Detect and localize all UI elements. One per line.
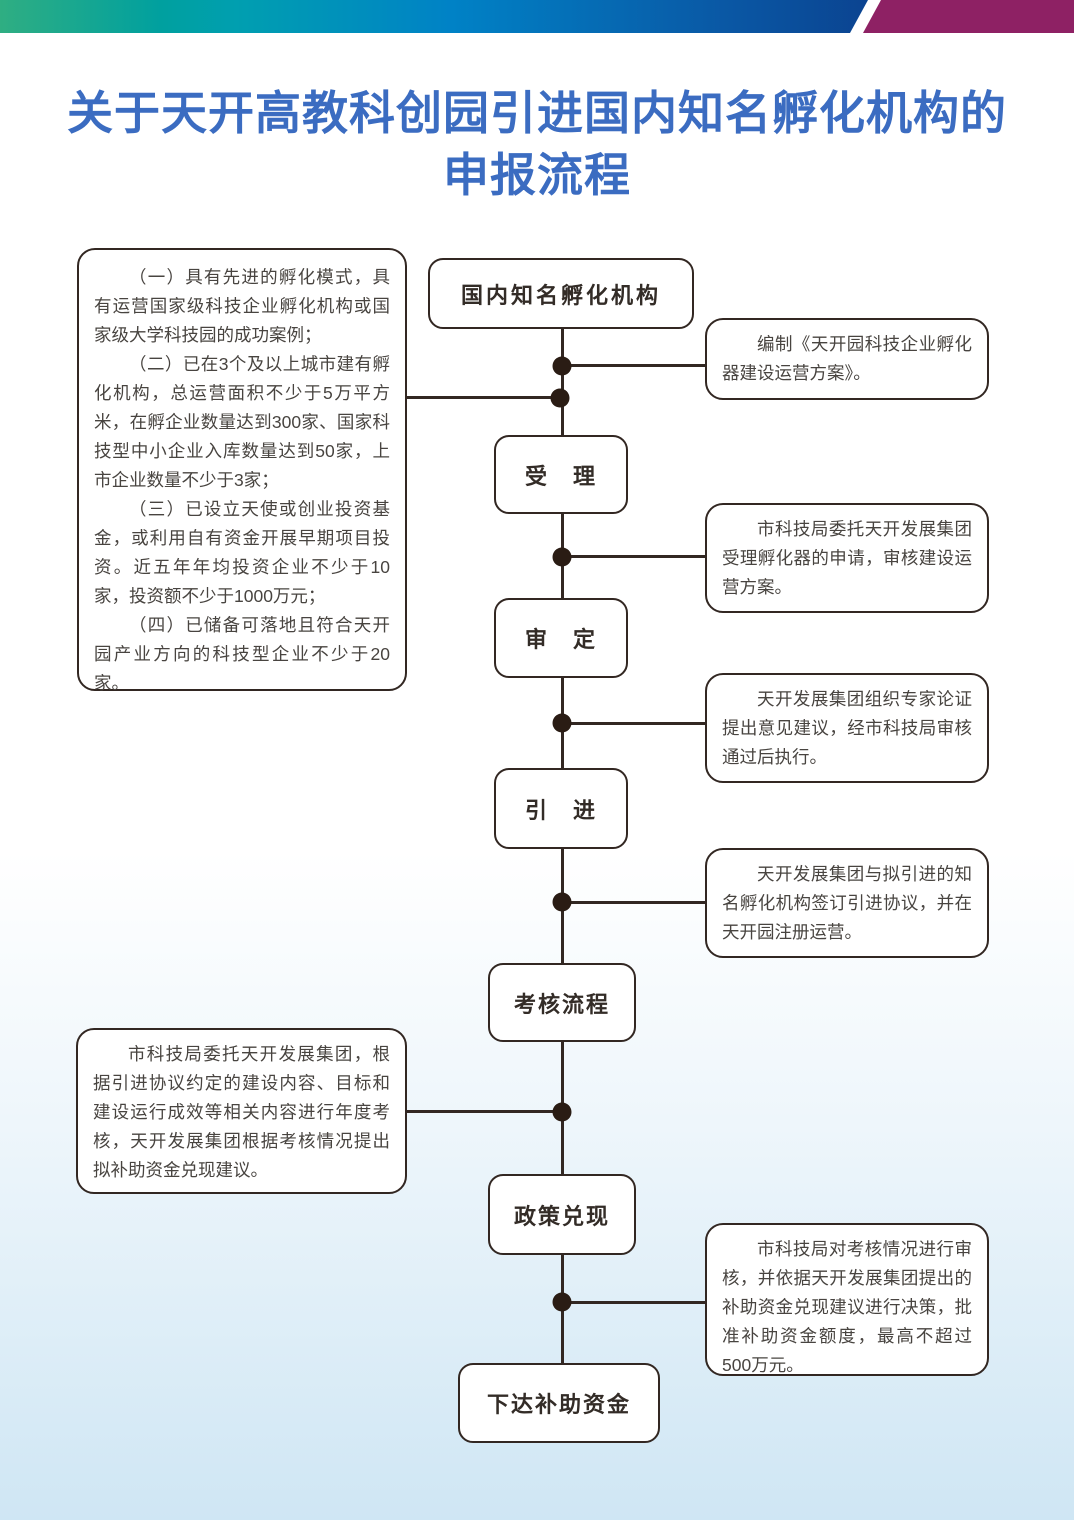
note-introduce-detail: 天开发展集团与拟引进的知名孵化机构签订引进协议，并在天开园注册运营。 bbox=[705, 848, 989, 958]
flow-node-grant: 下达补助资金 bbox=[458, 1363, 660, 1443]
banner-gradient-bar bbox=[0, 0, 868, 33]
flow-node-policy: 政策兑现 bbox=[488, 1174, 636, 1255]
flow-node-review: 审 定 bbox=[494, 598, 628, 678]
note-assessment-detail: 市科技局委托天开发展集团，根据引进协议约定的建设内容、目标和建设运行成效等相关内… bbox=[76, 1028, 407, 1194]
connector-to-review-note bbox=[562, 722, 706, 725]
note-plan: 编制《天开园科技企业孵化器建设运营方案》。 bbox=[705, 318, 989, 400]
junction-dot-introduce bbox=[552, 892, 572, 912]
note-review-detail: 天开发展集团组织专家论证提出意见建议，经市科技局审核通过后执行。 bbox=[705, 673, 989, 783]
junction-dot-plan bbox=[552, 356, 572, 376]
criteria-clause-3: （三）已设立天使或创业投资基金，或利用自有资金开展早期项目投资。近五年年均投资企… bbox=[94, 499, 390, 606]
junction-dot-criteria bbox=[550, 388, 570, 408]
introduce-text: 天开发展集团与拟引进的知名孵化机构签订引进协议，并在天开园注册运营。 bbox=[722, 864, 972, 942]
flow-node-accept: 受 理 bbox=[494, 435, 628, 514]
connector-to-introduce-note bbox=[562, 901, 706, 904]
policy-text: 市科技局对考核情况进行审核，并依据天开发展集团提出的补助资金兑现建议进行决策，批… bbox=[722, 1239, 972, 1375]
junction-dot-accept bbox=[552, 547, 572, 567]
note-criteria: （一）具有先进的孵化模式，具有运营国家级科技企业孵化机构或国家级大学科技园的成功… bbox=[77, 248, 407, 693]
criteria-clause-4: （四）已储备可落地且符合天开园产业方向的科技型企业不少于20家。 bbox=[94, 615, 390, 693]
flow-node-start: 国内知名孵化机构 bbox=[428, 258, 694, 329]
accept-text: 市科技局委托天开发展集团受理孵化器的申请，审核建设运营方案。 bbox=[722, 519, 972, 597]
top-banner bbox=[0, 0, 1074, 33]
review-text: 天开发展集团组织专家论证提出意见建议，经市科技局审核通过后执行。 bbox=[722, 689, 972, 767]
junction-dot-review bbox=[552, 713, 572, 733]
assessment-text: 市科技局委托天开发展集团，根据引进协议约定的建设内容、目标和建设运行成效等相关内… bbox=[93, 1044, 390, 1180]
note-policy-detail: 市科技局对考核情况进行审核，并依据天开发展集团提出的补助资金兑现建议进行决策，批… bbox=[705, 1223, 989, 1376]
banner-magenta-accent bbox=[863, 0, 1074, 33]
criteria-clause-2: （二）已在3个及以上城市建有孵化机构，总运营面积不少于5万平方米，在孵企业数量达… bbox=[94, 354, 390, 490]
connector-to-policy-note bbox=[562, 1301, 706, 1304]
connector-start-accept bbox=[561, 329, 564, 435]
junction-dot-assess bbox=[552, 1102, 572, 1122]
page-title-line2: 申报流程 bbox=[443, 149, 631, 201]
page-title-line1: 关于天开高教科创园引进国内知名孵化机构的 bbox=[67, 87, 1007, 139]
flow-node-assessment: 考核流程 bbox=[488, 963, 636, 1042]
flow-node-introduce: 引 进 bbox=[494, 768, 628, 849]
connector-to-accept-note bbox=[562, 555, 706, 558]
note-accept-detail: 市科技局委托天开发展集团受理孵化器的申请，审核建设运营方案。 bbox=[705, 503, 989, 613]
connector-to-criteria-note bbox=[407, 396, 563, 399]
page-title: 关于天开高教科创园引进国内知名孵化机构的 申报流程 bbox=[0, 82, 1074, 206]
connector-to-plan-note bbox=[562, 364, 706, 367]
plan-text: 编制《天开园科技企业孵化器建设运营方案》。 bbox=[722, 334, 972, 383]
criteria-clause-1: （一）具有先进的孵化模式，具有运营国家级科技企业孵化机构或国家级大学科技园的成功… bbox=[94, 267, 390, 345]
junction-dot-policy bbox=[552, 1292, 572, 1312]
connector-to-assess-note bbox=[407, 1110, 563, 1113]
